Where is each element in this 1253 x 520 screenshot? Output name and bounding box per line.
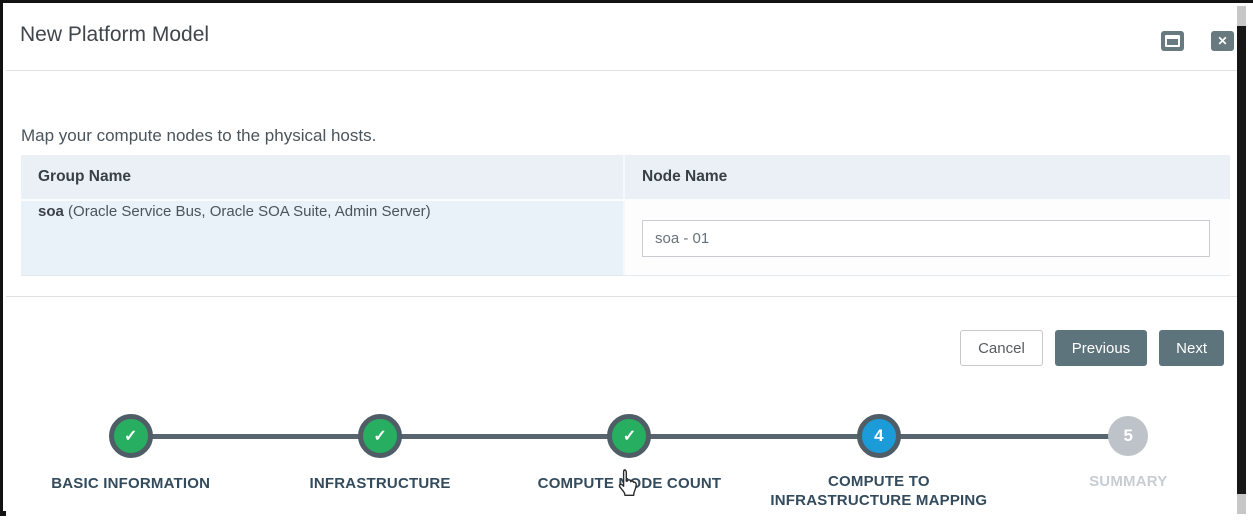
cancel-button[interactable]: Cancel <box>960 330 1043 366</box>
step-compute-to-infrastructure-mapping[interactable]: 4 COMPUTE TO INFRASTRUCTURE MAPPING <box>754 391 1003 510</box>
node-name-input[interactable] <box>642 219 1210 257</box>
mapping-table: Group Name Node Name soa (Oracle Service… <box>21 155 1230 276</box>
group-name-cell: soa (Oracle Service Bus, Oracle SOA Suit… <box>21 201 625 275</box>
vertical-scrollbar[interactable] <box>1237 6 1246 514</box>
group-name: soa <box>38 203 64 220</box>
step-1-circle: ✓ <box>108 414 153 458</box>
check-icon: ✓ <box>622 428 637 445</box>
dialog-header: New Platform Model ✕ <box>6 6 1240 71</box>
instruction-text: Map your compute nodes to the physical h… <box>21 126 377 145</box>
step-5-circle: 5 <box>1108 416 1149 456</box>
table-row: soa (Oracle Service Bus, Oracle SOA Suit… <box>21 201 1230 276</box>
step-4-label: COMPUTE TO INFRASTRUCTURE MAPPING <box>770 473 988 509</box>
node-name-cell <box>625 201 1230 275</box>
scrollbar-thumb[interactable] <box>1237 26 1246 494</box>
close-icon: ✕ <box>1217 34 1228 48</box>
step-basic-information[interactable]: ✓ BASIC INFORMATION <box>6 391 255 510</box>
step-infrastructure[interactable]: ✓ INFRASTRUCTURE <box>255 391 504 510</box>
group-detail: (Oracle Service Bus, Oracle SOA Suite, A… <box>68 203 431 220</box>
close-button[interactable]: ✕ <box>1211 31 1234 51</box>
hand-cursor-icon <box>618 469 637 497</box>
column-header-node-name: Node Name <box>642 168 728 185</box>
column-header-group-name: Group Name <box>21 155 625 199</box>
step-4-circle: 4 <box>856 414 901 458</box>
maximize-icon <box>1165 35 1180 47</box>
check-icon: ✓ <box>123 428 138 445</box>
maximize-button[interactable] <box>1161 31 1184 51</box>
footer-buttons: Cancel Previous Next <box>6 330 1224 366</box>
step-3-circle: ✓ <box>607 414 652 458</box>
previous-button[interactable]: Previous <box>1054 330 1148 366</box>
step-1-label: BASIC INFORMATION <box>51 475 211 492</box>
step-5-label: SUMMARY <box>1089 473 1168 490</box>
dialog-title: New Platform Model <box>20 23 210 46</box>
table-header-row: Group Name Node Name <box>21 155 1230 201</box>
check-icon: ✓ <box>373 428 387 445</box>
step-2-circle: ✓ <box>358 414 403 458</box>
step-summary: 5 SUMMARY <box>1004 391 1253 510</box>
content-footer-divider <box>6 296 1240 297</box>
next-button[interactable]: Next <box>1159 330 1224 366</box>
step-2-label: INFRASTRUCTURE <box>309 475 451 492</box>
